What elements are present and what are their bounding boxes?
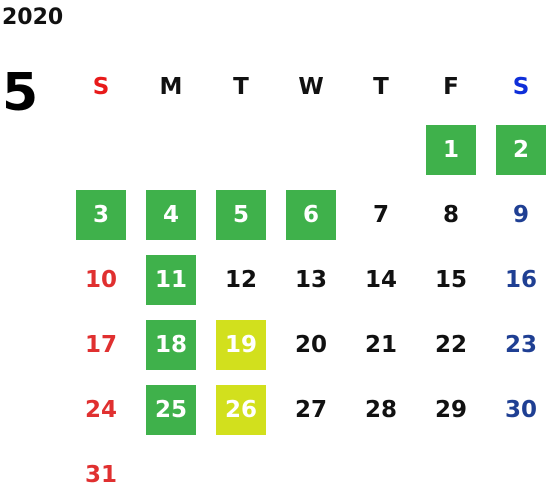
day-cell-4[interactable]: 4 — [146, 190, 196, 240]
day-cell-27[interactable]: 27 — [294, 397, 327, 423]
day-cell-13[interactable]: 13 — [294, 267, 327, 293]
weekday-header: T — [233, 74, 249, 100]
day-cell-3[interactable]: 3 — [76, 190, 126, 240]
weekday-header: S — [92, 74, 110, 100]
weekday-header: S — [512, 74, 530, 100]
day-cell-17[interactable]: 17 — [84, 332, 117, 358]
day-cell-2[interactable]: 2 — [496, 125, 546, 175]
day-cell-25[interactable]: 25 — [146, 385, 196, 435]
year-label: 2020 — [2, 5, 64, 30]
weekday-header: T — [373, 74, 389, 100]
day-cell-5[interactable]: 5 — [216, 190, 266, 240]
day-cell-14[interactable]: 14 — [364, 267, 397, 293]
day-cell-18[interactable]: 18 — [146, 320, 196, 370]
day-cell-7[interactable]: 7 — [372, 202, 389, 228]
day-cell-21[interactable]: 21 — [364, 332, 397, 358]
day-cell-1[interactable]: 1 — [426, 125, 476, 175]
day-cell-24[interactable]: 24 — [84, 397, 117, 423]
day-cell-31[interactable]: 31 — [84, 462, 117, 488]
day-cell-15[interactable]: 15 — [434, 267, 467, 293]
day-cell-10[interactable]: 10 — [84, 267, 117, 293]
weekday-header: F — [443, 74, 459, 100]
day-cell-29[interactable]: 29 — [434, 397, 467, 423]
day-cell-16[interactable]: 16 — [504, 267, 537, 293]
day-cell-22[interactable]: 22 — [434, 332, 467, 358]
day-cell-26[interactable]: 26 — [216, 385, 266, 435]
day-cell-30[interactable]: 30 — [504, 397, 537, 423]
day-cell-8[interactable]: 8 — [442, 202, 459, 228]
weekday-header: M — [159, 74, 183, 100]
day-cell-28[interactable]: 28 — [364, 397, 397, 423]
day-cell-23[interactable]: 23 — [504, 332, 537, 358]
day-cell-19[interactable]: 19 — [216, 320, 266, 370]
month-label: 5 — [2, 63, 39, 123]
day-cell-20[interactable]: 20 — [294, 332, 327, 358]
weekday-header: W — [298, 74, 324, 100]
day-cell-9[interactable]: 9 — [512, 202, 529, 228]
day-cell-11[interactable]: 11 — [146, 255, 196, 305]
day-cell-6[interactable]: 6 — [286, 190, 336, 240]
day-cell-12[interactable]: 12 — [224, 267, 257, 293]
